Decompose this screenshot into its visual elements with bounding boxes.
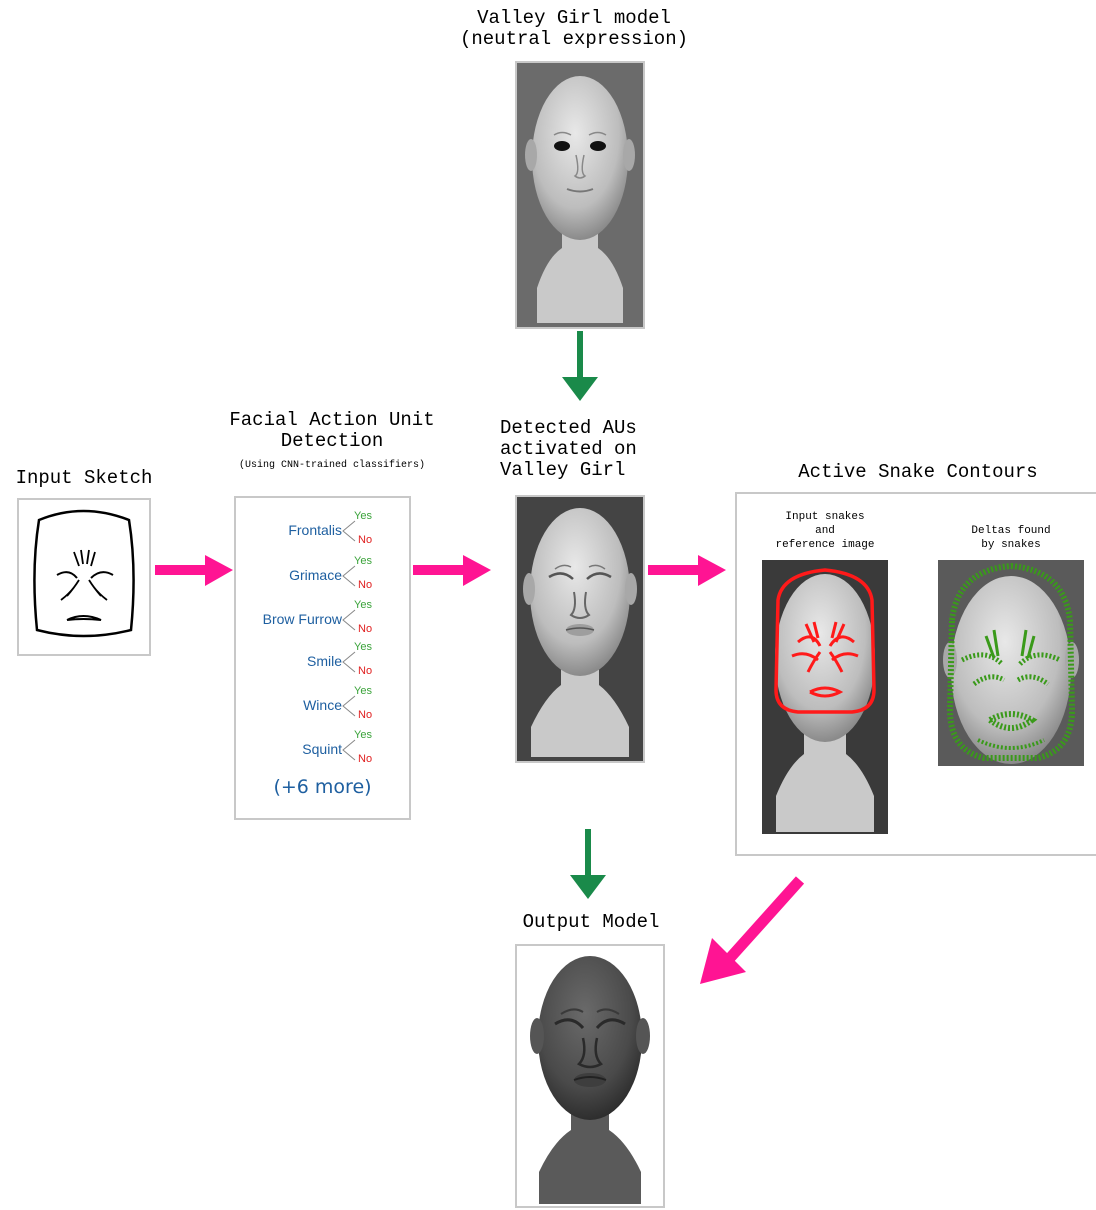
snakes-right-caption: Deltas found by snakes: [943, 524, 1079, 552]
au-row-brow-furrow: Brow Furrow Yes No: [236, 599, 408, 639]
branch-icon: [342, 739, 356, 761]
detected-title-line2: activated on: [500, 438, 637, 460]
sketch-face-drawing: [33, 509, 135, 638]
output-title: Output Model: [522, 911, 660, 933]
au-yes: Yes: [354, 641, 372, 653]
fau-title-line2: Detection: [280, 430, 384, 452]
detected-title-line3: Valley Girl: [500, 459, 626, 481]
magenta-arrow-sketch-to-fau: [155, 555, 233, 586]
output-head-render: [517, 946, 663, 1206]
fau-more-label: (+6 more): [273, 776, 372, 798]
neutral-head-render: [517, 63, 643, 327]
au-yes: Yes: [354, 729, 372, 741]
au-yes: Yes: [354, 510, 372, 522]
snakes-reference-image: [762, 560, 888, 834]
output-model-image: [515, 944, 665, 1208]
detected-head-render: [517, 497, 643, 761]
branch-icon: [342, 651, 356, 673]
au-no: No: [358, 709, 373, 721]
fau-title: Facial Action Unit Detection: [206, 410, 458, 452]
branch-icon: [342, 609, 356, 631]
au-label: Squint: [302, 741, 342, 757]
caption-line: by snakes: [981, 539, 1041, 551]
valley-girl-title-line2: (neutral expression): [459, 28, 689, 50]
au-label: Frontalis: [288, 522, 342, 538]
caption-line: Deltas found: [971, 525, 1051, 537]
caption-line: Input snakes: [785, 511, 865, 523]
au-yes: Yes: [354, 555, 372, 567]
au-no: No: [358, 534, 373, 546]
magenta-arrow-fau-to-detected: [413, 555, 491, 586]
au-yes: Yes: [354, 685, 372, 697]
au-row-grimace: Grimace Yes No: [236, 555, 408, 595]
green-down-arrow-top: [562, 331, 598, 401]
au-label: Wince: [303, 697, 342, 713]
au-row-wince: Wince Yes No: [236, 685, 408, 725]
au-no: No: [358, 753, 373, 765]
au-row-smile: Smile Yes No: [236, 641, 408, 681]
snakes-left-caption: Input snakes and reference image: [757, 510, 893, 552]
branch-icon: [342, 695, 356, 717]
valley-girl-title: Valley Girl model (neutral expression): [450, 8, 698, 50]
fau-panel: Frontalis Yes No Grimace Yes No Brow Fur…: [234, 496, 411, 820]
au-yes: Yes: [354, 599, 372, 611]
fau-title-line1: Facial Action Unit: [229, 409, 435, 431]
input-sketch-title: Input Sketch: [15, 467, 153, 489]
green-down-arrow-bottom: [570, 829, 606, 899]
au-row-squint: Squint Yes No: [236, 729, 408, 769]
detected-title-line1: Detected AUs: [500, 417, 637, 439]
snakes-title: Active Snake Contours: [798, 461, 1038, 483]
au-label: Brow Furrow: [262, 611, 342, 627]
au-label: Smile: [306, 653, 342, 669]
branch-icon: [342, 565, 356, 587]
magenta-arrow-snakes-to-output: [700, 876, 805, 984]
snakes-panel: Input snakes and reference image Deltas …: [735, 492, 1096, 856]
au-label: Grimace: [289, 567, 342, 583]
branch-icon: [342, 520, 356, 542]
snakes-deltas-image: [938, 560, 1084, 766]
caption-line: reference image: [775, 539, 875, 551]
au-no: No: [358, 623, 373, 635]
valley-girl-title-line1: Valley Girl model: [477, 7, 671, 29]
detected-title: Detected AUs activated on Valley Girl: [500, 418, 670, 481]
au-no: No: [358, 579, 373, 591]
magenta-arrow-detected-to-snakes: [648, 555, 726, 586]
detected-au-image: [515, 495, 645, 763]
valley-girl-neutral-image: [515, 61, 645, 329]
fau-subtitle: (Using CNN-trained classifiers): [238, 460, 426, 471]
au-row-frontalis: Frontalis Yes No: [236, 510, 408, 550]
caption-line: and: [815, 525, 835, 537]
au-no: No: [358, 665, 373, 677]
input-sketch-image: [17, 498, 151, 656]
